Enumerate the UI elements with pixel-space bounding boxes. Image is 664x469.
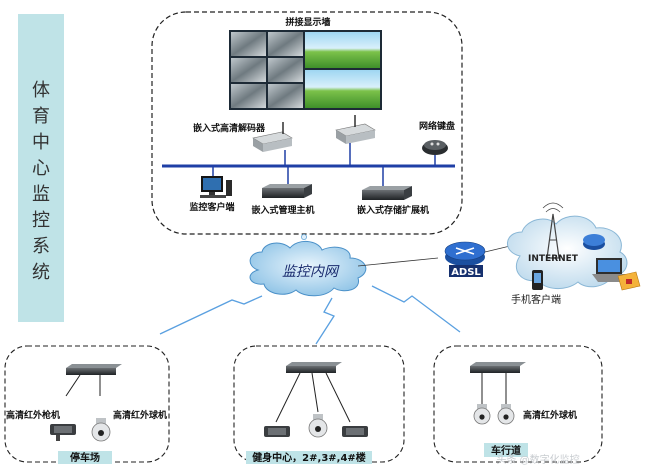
router-icon: [583, 234, 605, 250]
internet-label: INTERNET: [528, 254, 579, 264]
client-label: 监控客户端: [189, 201, 234, 213]
wall-screen: [305, 32, 380, 68]
watermark: 头条 @数字化监控: [496, 453, 579, 465]
link-line: [484, 245, 511, 253]
wall-screen: [268, 32, 303, 56]
zone-parking-left-label: 高清红外枪机: [6, 409, 60, 421]
wireless-link: [159, 295, 263, 335]
zone-parking-box: [4, 345, 170, 463]
wall-screen: [231, 32, 266, 56]
wall-screen: [268, 84, 303, 108]
infrared-dome-camera-icon: [91, 418, 111, 442]
monitoring-client-pc-icon: [200, 176, 232, 198]
network-switch-icon: [470, 362, 526, 404]
infrared-dome-camera-icon: [308, 414, 328, 438]
zone-driveway-label-bg: [484, 443, 528, 457]
zone-driveway-box: [433, 345, 603, 463]
infrared-bullet-camera-icon: [264, 426, 290, 437]
bubble-dot: [300, 233, 307, 240]
adsl-label: ADSL: [451, 267, 481, 278]
zone-fitness-label: 健身中心，2#,3#,4#楼: [252, 451, 366, 464]
zone-parking-label: 停车场: [70, 451, 100, 464]
storage-extension-icon: [362, 186, 412, 200]
monitoring-intranet-cloud: [249, 241, 367, 297]
video-wall-label: 拼接显示墙: [285, 16, 330, 28]
intranet-label: 监控内网: [282, 264, 340, 280]
network-keyboard-icon: [422, 140, 448, 155]
side-title: 体育中心监控系统: [32, 80, 50, 283]
keyboard-label: 网络键盘: [419, 120, 455, 132]
cell-tower-icon: [542, 202, 564, 259]
wireless-link: [315, 297, 335, 345]
network-switch-icon: [275, 362, 351, 423]
mobile-phone-icon: [532, 270, 543, 290]
management-host-icon: [262, 184, 312, 198]
wall-screen: [231, 58, 266, 82]
storage-label: 嵌入式存储扩展机: [357, 204, 429, 216]
link-line: [357, 257, 439, 267]
infrared-bullet-camera-icon: [50, 424, 76, 441]
control-center-box: [151, 11, 463, 235]
wall-screen: [268, 58, 303, 82]
network-switch-icon: [65, 364, 122, 397]
side-title-band: [18, 14, 64, 322]
video-wall: [229, 30, 382, 110]
infrared-dome-camera-icon: [473, 404, 491, 425]
zone-parking-label-bg: [58, 451, 112, 464]
zone-fitness-label-bg: [246, 451, 372, 464]
infrared-bullet-camera-icon: [342, 426, 368, 437]
infrared-dome-camera-icon: [497, 404, 515, 425]
adsl-router-icon: [444, 241, 486, 266]
wall-screen: [305, 70, 380, 108]
host-label: 嵌入式管理主机: [251, 204, 314, 216]
adsl-label-bg: [449, 265, 483, 277]
hd-decoder-icon: [252, 122, 293, 152]
decoder-label: 嵌入式高清解码器: [193, 122, 266, 134]
mobile-client-label: 手机客户端: [511, 293, 561, 306]
hd-decoder-icon: [335, 115, 376, 144]
wall-screen: [231, 84, 266, 108]
zone-parking-right-label: 高清红外球机: [113, 409, 167, 421]
zone-driveway-label: 车行道: [491, 444, 521, 457]
folder-icon: [617, 271, 641, 291]
wireless-link: [371, 285, 461, 333]
zone-driveway-right-label: 高清红外球机: [523, 409, 577, 421]
